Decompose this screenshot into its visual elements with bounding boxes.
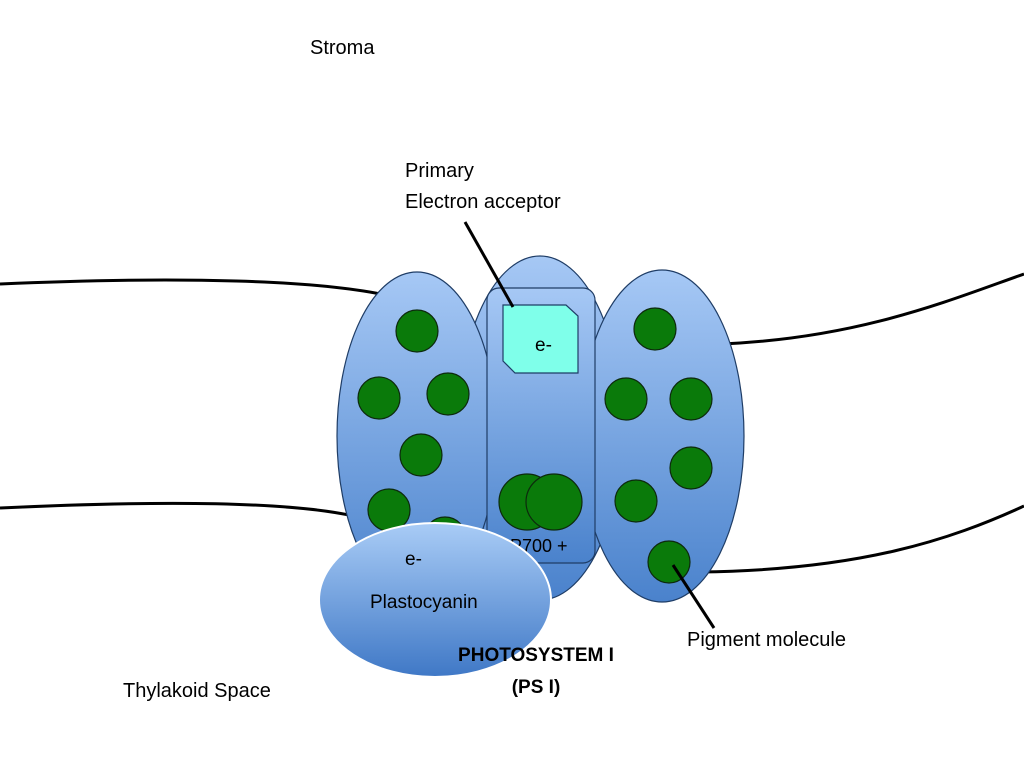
pigment-molecule <box>669 377 713 421</box>
pigment-pointer-line <box>671 564 716 629</box>
pigment-molecule <box>395 309 439 353</box>
primary-electron-acceptor <box>502 304 579 374</box>
membrane-lower-left <box>0 501 363 520</box>
plastocyanin-label: Plastocyanin <box>370 592 478 613</box>
acceptor-electron-label: e- <box>535 335 552 356</box>
thylakoid-space-label: Thylakoid Space <box>123 680 271 702</box>
pigment-molecule <box>357 376 401 420</box>
pigment-molecule <box>367 488 411 532</box>
pigment-molecule <box>399 433 443 477</box>
photosystem-title-line2: (PS I) <box>512 677 561 698</box>
pigment-molecule <box>604 377 648 421</box>
stroma-label: Stroma <box>310 37 375 59</box>
acceptor-label-line2: Electron acceptor <box>405 191 561 213</box>
plastocyanin-electron-label: e- <box>405 549 422 570</box>
pigment-molecule <box>647 540 691 584</box>
pigment-molecule <box>633 307 677 351</box>
p700-pair <box>498 473 583 531</box>
membrane-lower-right <box>699 504 1024 574</box>
pigment-molecule <box>614 479 658 523</box>
photosystem-title-line1: PHOTOSYSTEM I <box>458 645 614 666</box>
pigment-molecule-label: Pigment molecule <box>687 629 846 651</box>
acceptor-pointer-line <box>463 221 515 308</box>
pigment-molecule <box>426 372 470 416</box>
acceptor-label-line1: Primary <box>405 160 474 182</box>
membrane-upper-right <box>721 272 1024 346</box>
membrane-upper-left <box>0 278 391 298</box>
p700-chlorophyll-right <box>525 473 583 531</box>
pigment-molecule <box>669 446 713 490</box>
plastocyanin <box>318 522 552 678</box>
thylakoid-membrane <box>0 272 1024 574</box>
